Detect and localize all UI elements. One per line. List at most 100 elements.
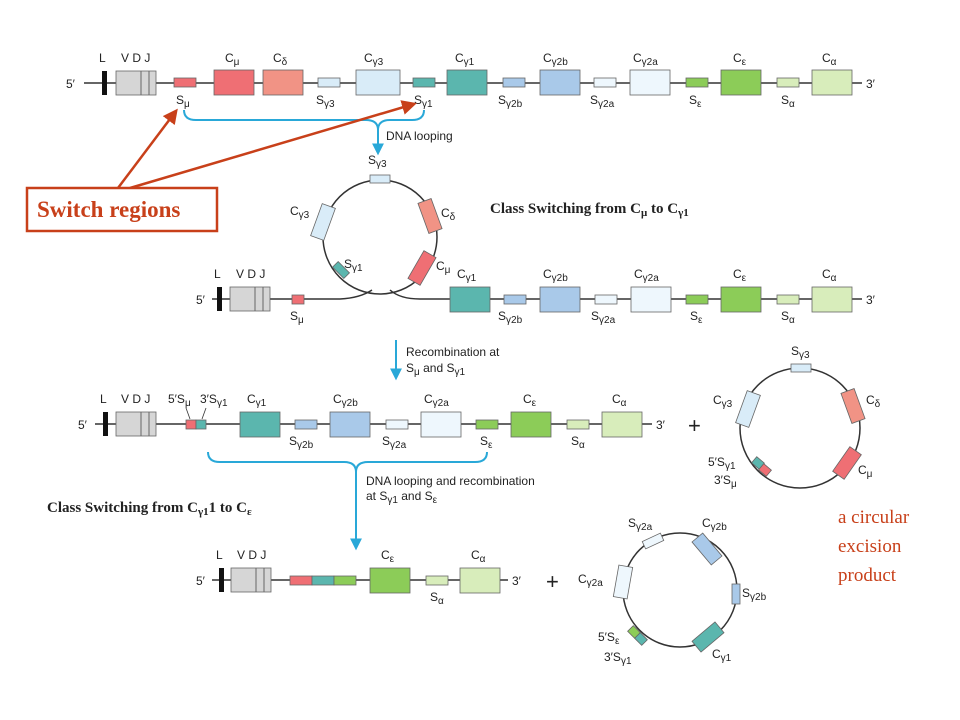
- s-gamma2a-label: Sγ2a: [591, 309, 616, 326]
- loop-s-gamma1-label: Sγ1: [344, 257, 363, 274]
- dna-looping-recomb-label-2: at Sγ1 and Sε: [366, 489, 438, 506]
- plus-sign: +: [688, 413, 701, 438]
- c-gamma2b-gene: [539, 69, 581, 96]
- s-gamma2b-label: Sγ2b: [289, 434, 314, 451]
- leader-exon: [217, 287, 222, 311]
- loop-c-gamma3-label: Cγ3: [290, 204, 310, 221]
- c-epsilon-gene: [510, 411, 552, 438]
- c-alpha-gene: [811, 69, 853, 96]
- c-gamma1-label: Cγ1: [457, 267, 477, 284]
- recombination-label-2: Sμ and Sγ1: [406, 361, 465, 378]
- s-gamma2b-label: Sγ2b: [498, 309, 523, 326]
- loop-s-gamma3: [369, 174, 391, 184]
- s-gamma2b-region: [503, 294, 527, 305]
- leader-label: L: [100, 392, 107, 406]
- s-alpha-label: Sα: [781, 93, 795, 110]
- five-prime-label: 5′: [78, 418, 88, 432]
- looping-bracket-line: [207, 451, 488, 473]
- s-gamma2a-region: [594, 294, 618, 305]
- c-alpha-gene: [811, 286, 853, 313]
- vdj-label: V D J: [237, 548, 266, 562]
- c-gamma2a-gene: [630, 286, 672, 313]
- hybrid-s-mu: [289, 575, 313, 586]
- vdj-exon: [230, 567, 272, 593]
- loop-c-delta: [417, 198, 443, 234]
- hybrid-s-gamma1: [195, 419, 207, 430]
- chromosome-line: [389, 289, 862, 300]
- vdj-label: V D J: [121, 392, 150, 406]
- s-alpha-region: [425, 575, 449, 586]
- circle-c-mu-label: Cμ: [858, 463, 873, 480]
- intermediate-locus: 5′ 3′ L V D J Sμ Cγ1 Cγ2b Cγ2a Cε Cα Sγ2…: [196, 267, 876, 326]
- loop-c-gamma3: [310, 203, 336, 241]
- leader-label: L: [99, 51, 106, 65]
- s-mu-label: Sμ: [290, 309, 304, 326]
- looped-intermediate: Sγ3 Cγ3 Cδ Cμ Sγ1: [290, 153, 456, 295]
- germline-locus: 5′ 3′ L V D J Cμ Cδ Cγ3 Cγ1 Cγ2b Cγ2a: [66, 51, 876, 110]
- circle-three-s-gamma1-label: 3′Sγ1: [604, 650, 632, 667]
- c-gamma1-label: Cγ1: [455, 51, 475, 68]
- circle-c-gamma1: [691, 621, 725, 653]
- c-gamma2b-gene: [539, 286, 581, 313]
- c-alpha-gene: [459, 567, 501, 594]
- hybrid-s-mu: [185, 419, 197, 430]
- vdj-box: [115, 411, 157, 437]
- three-prime-label: 3′: [866, 77, 876, 91]
- s-gamma2a-region: [385, 419, 409, 430]
- three-prime-label: 3′: [656, 418, 666, 432]
- leader-exon: [219, 568, 224, 592]
- c-epsilon-gene: [369, 567, 411, 594]
- s-gamma3-label: Sγ3: [316, 93, 335, 110]
- switch-regions-box: [25, 186, 219, 233]
- c-epsilon-gene: [720, 286, 762, 313]
- s-alpha-region: [776, 77, 800, 88]
- five-prime-label: 5′: [196, 293, 206, 307]
- circle-s-gamma2a-label: Sγ2a: [628, 516, 653, 533]
- s-gamma2a-region: [593, 77, 617, 88]
- circle-s-gamma2a: [641, 532, 665, 550]
- c-epsilon-label: Cε: [733, 267, 747, 284]
- c-epsilon-gene: [720, 69, 762, 96]
- c-gamma3-label: Cγ3: [364, 51, 384, 68]
- circle-c-gamma2a-label: Cγ2a: [578, 572, 603, 589]
- chromosome-line: [212, 289, 373, 300]
- s-mu-region: [291, 294, 305, 305]
- s-epsilon-region: [685, 294, 709, 305]
- vdj-exon: [115, 70, 157, 96]
- recombination-label-1: Recombination at: [406, 345, 500, 359]
- circle-s-gamma3-label: Sγ3: [791, 344, 810, 361]
- hybrid-s-gamma1: [311, 575, 335, 586]
- s-gamma1-label: Sγ1: [414, 93, 433, 110]
- s-epsilon-region: [475, 419, 499, 430]
- s-gamma3-region: [317, 77, 341, 88]
- c-delta-label: Cδ: [273, 51, 288, 68]
- excision-circle-1: Sγ3 Cγ3 Cδ Cμ 5′Sγ1 3′Sμ: [708, 344, 881, 490]
- recombination-step: Recombination at Sμ and Sγ1: [390, 340, 500, 381]
- switched-locus-igg1: 5′ 3′ L V D J 5′Sμ 3′Sγ1 Cγ1 Cγ2b Cγ2a C…: [78, 392, 666, 451]
- class-switch-mu-to-gamma1-title: Class Switching from Cμ to Cγ1: [490, 201, 689, 219]
- circle-s-mu: [758, 463, 772, 477]
- c-alpha-gene: [601, 411, 643, 438]
- circle-c-mu: [832, 446, 862, 480]
- dna-looping-label: DNA looping: [386, 129, 453, 143]
- five-prime-label: 5′: [196, 574, 206, 588]
- circle-c-gamma3: [735, 390, 761, 428]
- c-alpha-label: Cα: [822, 51, 837, 68]
- circle-s-gamma2b-label: Sγ2b: [742, 586, 767, 603]
- c-gamma3-gene: [355, 69, 401, 96]
- circle-c-gamma3-label: Cγ3: [713, 393, 733, 410]
- c-epsilon-label: Cε: [381, 548, 395, 565]
- switch-regions-label: Switch regions: [37, 197, 180, 222]
- s-junction-tick: [201, 407, 207, 420]
- s-junction-tick: [185, 407, 191, 420]
- c-gamma1-gene: [239, 411, 281, 438]
- circle-s-gamma1: [634, 632, 648, 646]
- circle-s-gamma2b: [731, 583, 741, 605]
- c-gamma1-label: Cγ1: [247, 392, 267, 409]
- c-delta-gene: [262, 69, 304, 96]
- c-gamma1-gene: [446, 69, 488, 96]
- c-gamma2a-gene: [420, 411, 462, 438]
- s-mu-label: Sμ: [176, 93, 190, 110]
- vdj-box: [229, 286, 271, 312]
